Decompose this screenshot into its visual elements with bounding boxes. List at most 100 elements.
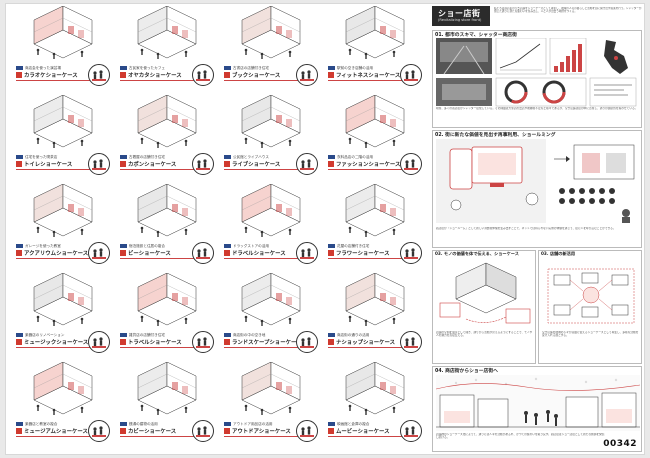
isometric-building-drawing xyxy=(33,362,93,415)
showcase-title-text: トイレショーケース xyxy=(24,162,73,168)
showcase-label: 楽器店と教室の複合ミュージアムショーケース xyxy=(16,422,94,437)
isometric-building-drawing xyxy=(33,273,93,326)
activity-vignette xyxy=(296,64,318,86)
showcase-label: 住宅を使った喫茶店トイレショーケース xyxy=(16,155,94,170)
showcase-caption-text: ガレージを使った教室 xyxy=(25,244,61,248)
showcase-title: カポンショーケース xyxy=(120,160,198,170)
showcase-card: 商店会を使った演芸場カラオケショーケース xyxy=(10,6,110,94)
showcase-label: アウトドア用品店の活用アウトドアショーケース xyxy=(224,422,302,437)
showcase-title-text: カラオケショーケース xyxy=(24,73,78,79)
showcase-label: 花屋の店舗付き住宅フラワーショーケース xyxy=(328,244,406,259)
showcase-caption-text: 公民館とライブハウス xyxy=(233,155,269,159)
showcase-caption-text: 花屋の店舗付き住宅 xyxy=(337,244,370,248)
caption-marker-icon xyxy=(328,244,335,248)
showcase-caption: 古着屋の店舗付き住宅 xyxy=(120,155,198,159)
section-01-heading: 01. 都市のスキマ、シャッター商店街 xyxy=(435,33,517,38)
isometric-building-drawing xyxy=(241,184,301,237)
showcase-label: ガレージを使った教室アクアリウムショーケース xyxy=(16,244,94,259)
showcase-title: フラワーショーケース xyxy=(328,249,406,259)
showcase-card: 古民家を使ったカフェオヤカタショーケース xyxy=(114,6,214,94)
showcase-caption: 古民家を使ったカフェ xyxy=(120,66,198,70)
people-illustration xyxy=(92,159,106,170)
title-marker-icon xyxy=(120,250,126,256)
showcase-title-text: トラベルショーケース xyxy=(128,340,182,346)
showcase-card: 映画館と倉庫の複合ムービーショーケース xyxy=(322,362,422,450)
title-marker-icon xyxy=(224,339,230,345)
showcase-title: ムービーショーケース xyxy=(328,427,406,437)
isometric-building-drawing xyxy=(137,273,197,326)
showcase-caption-text: 古着屋の店舗付き住宅 xyxy=(129,155,165,159)
section-03a-graphics xyxy=(439,262,531,324)
title-marker-icon xyxy=(16,250,22,256)
showcase-caption: 商店街の中の空き地 xyxy=(224,333,302,337)
section-02: 02. 街に新たな価値を見出す再事利用、ショールミング xyxy=(432,130,642,248)
showcase-card: 花屋の店舗付き住宅フラワーショーケース xyxy=(322,184,422,272)
showcase-title-text: ナショップショーケース xyxy=(336,340,396,346)
title-marker-icon xyxy=(16,428,22,434)
title-marker-icon xyxy=(120,161,126,167)
activity-vignette xyxy=(400,331,422,353)
caption-marker-icon xyxy=(120,66,127,70)
showcase-title-text: フィットネスショーケース xyxy=(336,73,401,79)
caption-marker-icon xyxy=(328,66,335,70)
showcase-title: オヤカタショーケース xyxy=(120,71,198,81)
showcase-label: 古着屋の店舗付き住宅カポンショーケース xyxy=(120,155,198,170)
showcase-card: 商店街の通りの活用ナショップショーケース xyxy=(322,273,422,361)
showcase-caption: ガレージを使った教室 xyxy=(16,244,94,248)
showcase-label: 公民館とライブハウスライブショーケース xyxy=(224,155,302,170)
people-illustration xyxy=(196,159,210,170)
section-03b: 03. 店舗の新活用 空き店舗を地域の人々が自由に使えるショーケースとして再生し… xyxy=(538,250,642,364)
section-04-text: 店舗群のショーケース化によって、通りには人々の活動があふれ、かつての賑わいを取り… xyxy=(436,433,605,440)
showcase-card: ドラッグストアの活用ドラベルショーケース xyxy=(218,184,318,272)
showcase-title-text: カポンショーケース xyxy=(128,162,177,168)
isometric-building-drawing xyxy=(241,6,301,59)
people-illustration xyxy=(92,70,106,81)
showcase-caption-text: 宿泊施設と住居の複合 xyxy=(129,244,165,248)
showcase-title: アクアリウムショーケース xyxy=(16,249,94,259)
showcase-caption: 楽器店のリノベーション xyxy=(16,333,94,337)
showcase-caption: 古書店の店舗付き住宅 xyxy=(224,66,302,70)
caption-marker-icon xyxy=(120,155,127,159)
people-illustration xyxy=(300,426,314,437)
caption-marker-icon xyxy=(16,66,23,70)
isometric-building-drawing xyxy=(33,95,93,148)
title-marker-icon xyxy=(120,428,126,434)
people-illustration xyxy=(196,337,210,348)
title-marker-icon xyxy=(120,72,126,78)
activity-vignette xyxy=(400,64,422,86)
caption-marker-icon xyxy=(16,422,23,426)
showcase-label: 商店街の通りの活用ナショップショーケース xyxy=(328,333,406,348)
activity-vignette xyxy=(192,242,214,264)
isometric-building-drawing xyxy=(345,184,405,237)
showcase-card: 古着屋の店舗付き住宅カポンショーケース xyxy=(114,95,214,183)
section-04: 04. 商店街からショー店街へ xyxy=(432,366,642,452)
showcase-caption: 公民館とライブハウス xyxy=(224,155,302,159)
caption-marker-icon xyxy=(16,155,23,159)
people-illustration xyxy=(404,159,418,170)
title-marker-icon xyxy=(16,72,22,78)
showcase-caption-text: アウトドア用品店の活用 xyxy=(233,422,273,426)
showcase-label: 宿泊施設と住居の複合ビーショーケース xyxy=(120,244,198,259)
showcase-title: トラベルショーケース xyxy=(120,338,198,348)
showcase-card: 楽器店のリノベーションミュージックショーケース xyxy=(10,273,110,361)
showcase-card: 宿泊施設と住居の複合ビーショーケース xyxy=(114,184,214,272)
title-marker-icon xyxy=(328,428,334,434)
showcase-caption-text: 商店会を使った演芸場 xyxy=(25,66,61,70)
section-03b-text: 空き店舗を地域の人々が自由に使えるショーケースとして再生し、多様な活動を受け入れ… xyxy=(542,331,639,338)
showcase-label: 商店会を使った演芸場カラオケショーケース xyxy=(16,66,94,81)
caption-marker-icon xyxy=(328,333,335,337)
isometric-building-drawing xyxy=(241,95,301,148)
title-marker-icon xyxy=(16,161,22,167)
showcase-title-text: アウトドアショーケース xyxy=(232,429,291,435)
showcase-caption-text: 古書店の店舗付き住宅 xyxy=(233,66,269,70)
activity-vignette xyxy=(88,331,110,353)
activity-vignette xyxy=(192,331,214,353)
showcase-title-text: オヤカタショーケース xyxy=(128,73,182,79)
section-01: 01. 都市のスキマ、シャッター商店街 xyxy=(432,30,642,128)
poster-subtitle: (Revitalizing store front) xyxy=(438,18,482,22)
caption-marker-icon xyxy=(224,333,231,337)
showcase-caption-text: 駅前の空き店舗の活用 xyxy=(337,66,373,70)
showcase-card: 公民館とライブハウスライブショーケース xyxy=(218,95,318,183)
showcase-title: ナショップショーケース xyxy=(328,338,406,348)
showcase-title-text: アクアリウムショーケース xyxy=(24,251,89,257)
